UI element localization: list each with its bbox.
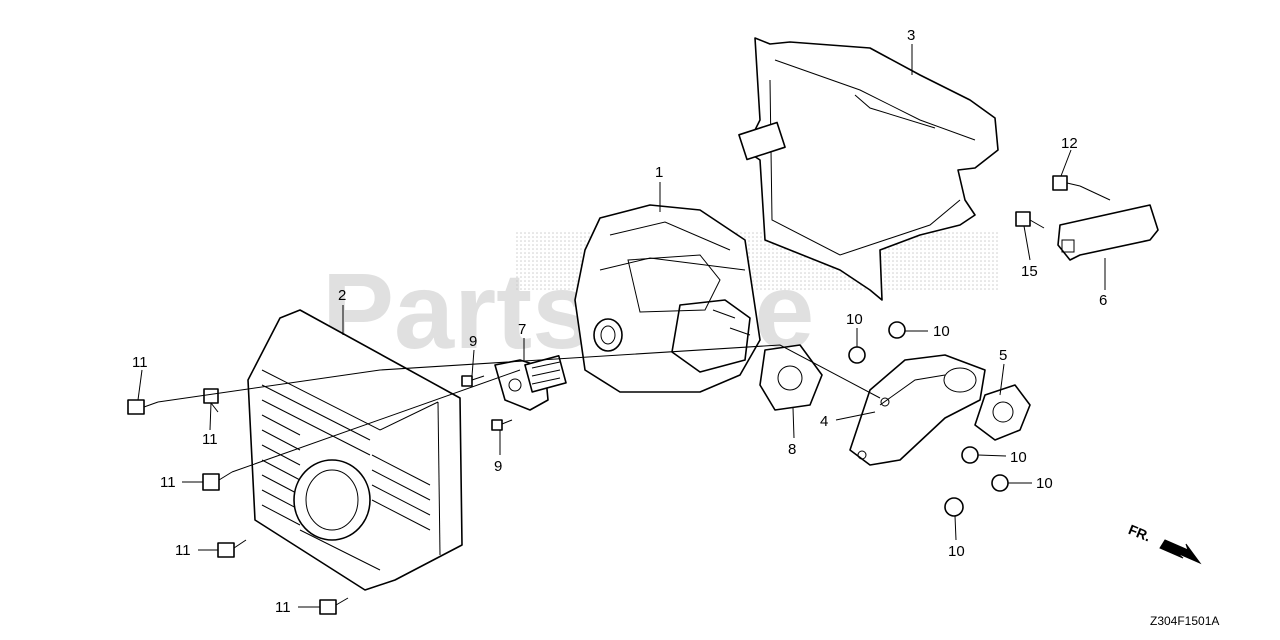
callout-10-a: 10 <box>846 311 863 328</box>
callout-11-a: 11 <box>132 354 148 371</box>
callout-12: 12 <box>1061 135 1078 152</box>
callout-numbers: 1 2 3 4 5 6 7 8 9 9 10 10 10 10 10 11 11… <box>132 27 1107 616</box>
cover-louvres <box>261 384 431 571</box>
part-8-gasket <box>759 344 823 411</box>
part-5-gasket <box>974 384 1031 441</box>
front-direction-indicator: FR. <box>1126 521 1202 565</box>
callout-11-e: 11 <box>275 599 291 616</box>
callout-9-a: 9 <box>469 333 477 350</box>
bolt-12 <box>1052 175 1081 191</box>
callout-11-b: 11 <box>202 431 218 448</box>
callout-2: 2 <box>338 287 346 304</box>
fasteners <box>127 175 1081 615</box>
front-label: FR. <box>1126 521 1153 544</box>
callout-8: 8 <box>788 441 796 458</box>
callout-10-c: 10 <box>1010 449 1027 466</box>
callout-4: 4 <box>820 413 828 430</box>
reference-code: Z304F1501A <box>1150 614 1219 628</box>
nut-10-a <box>848 346 866 364</box>
part-1-muffler <box>574 204 761 393</box>
stud <box>712 309 751 336</box>
part-6-bracket <box>1057 204 1159 261</box>
screw-9-a <box>461 375 485 387</box>
callout-11-d: 11 <box>175 542 191 559</box>
bolt-15 <box>1015 211 1045 229</box>
callout-15: 15 <box>1021 263 1038 280</box>
callout-3: 3 <box>907 27 915 44</box>
nut-10-b <box>888 321 906 339</box>
part-2-muffler-cover <box>247 309 463 591</box>
nut-10-e <box>944 497 964 517</box>
part-3-muffler-protector <box>738 37 999 301</box>
callout-10-e: 10 <box>948 543 965 560</box>
callout-9-b: 9 <box>494 458 502 475</box>
callout-6: 6 <box>1099 292 1107 309</box>
bolt-11-d <box>217 539 247 558</box>
front-arrow-icon <box>1159 539 1202 565</box>
part-7-spark-arrester <box>494 355 567 411</box>
leader-lines <box>137 44 1111 608</box>
screw-9-b <box>491 419 513 431</box>
callout-10-b: 10 <box>933 323 950 340</box>
callout-10-d: 10 <box>1036 475 1053 492</box>
part-4-exhaust-pipe <box>849 354 986 466</box>
nut-10-d <box>991 474 1009 492</box>
callout-1: 1 <box>655 164 663 181</box>
bolt-11-e <box>319 597 349 615</box>
nut-10-c <box>961 446 979 464</box>
callout-5: 5 <box>999 347 1007 364</box>
callout-11-c: 11 <box>160 474 176 491</box>
bolt-11-c <box>202 471 233 491</box>
bolt-11-a <box>127 399 159 415</box>
callout-7: 7 <box>518 321 526 338</box>
